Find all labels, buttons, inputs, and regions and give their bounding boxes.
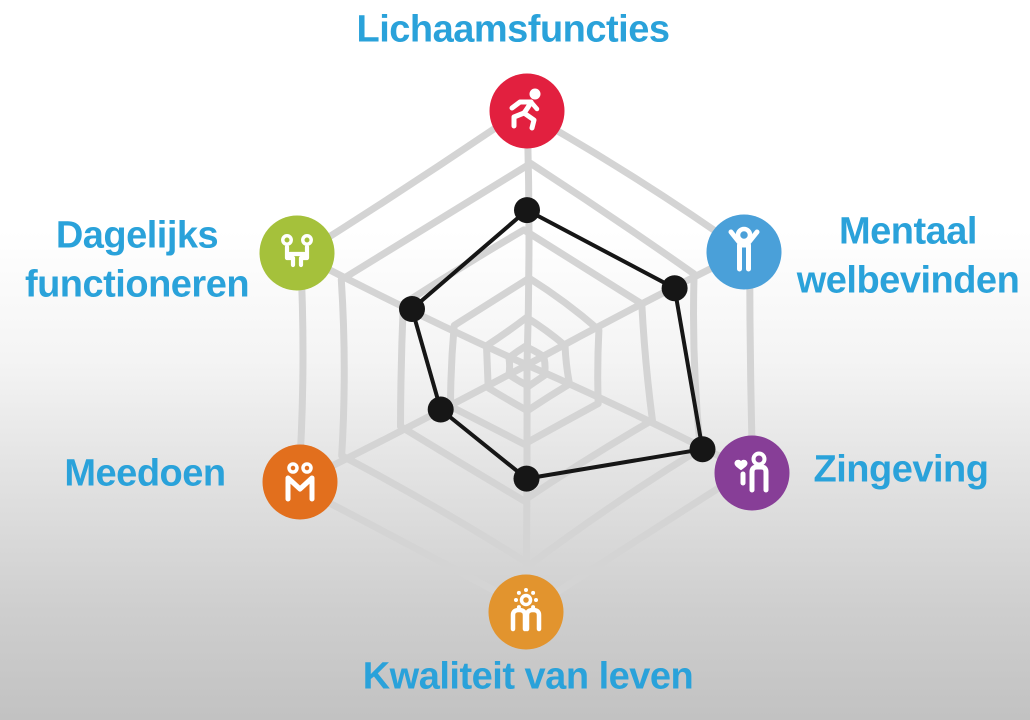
data-point-dagelijks — [399, 296, 425, 322]
web-axis-meedoen — [296, 361, 531, 486]
axis-label-meedoen: Meedoen — [64, 452, 226, 495]
meedoen-icon-circle — [262, 444, 338, 520]
person-with-heart-icon — [714, 435, 790, 511]
two-people-holding-hands-icon — [262, 444, 338, 520]
runner-icon — [489, 73, 565, 149]
data-point-mentaal — [661, 275, 688, 302]
spider-web-grid — [293, 106, 757, 616]
two-people-at-table-icon — [259, 215, 335, 291]
sun-person-icon — [488, 574, 564, 650]
data-point-meedoen — [427, 396, 454, 423]
axis-label-lichaamsfuncties: Lichaamsfuncties — [356, 8, 671, 51]
data-point-lichaamsfuncties — [514, 197, 540, 224]
web-ring-2 — [483, 314, 573, 415]
axis-label-mentaal-welbevinden: Mentaal welbevinden — [796, 210, 1020, 302]
data-point-kwaliteit — [513, 465, 540, 492]
web-ring-3 — [447, 274, 603, 448]
cheering-person-icon — [706, 214, 782, 290]
web-ring-1 — [505, 342, 549, 390]
axis-label-zingeving: Zingeving — [813, 448, 989, 491]
mentaal-icon-circle — [706, 214, 782, 290]
web-ring-5 — [337, 159, 704, 569]
web-axis-lichaamsfuncties — [523, 107, 533, 369]
data-point-zingeving — [689, 436, 716, 463]
axis-label-dagelijks-functioneren: Dagelijks functioneren — [24, 214, 250, 306]
axis-label-kwaliteit-van-leven: Kwaliteit van leven — [362, 655, 694, 698]
